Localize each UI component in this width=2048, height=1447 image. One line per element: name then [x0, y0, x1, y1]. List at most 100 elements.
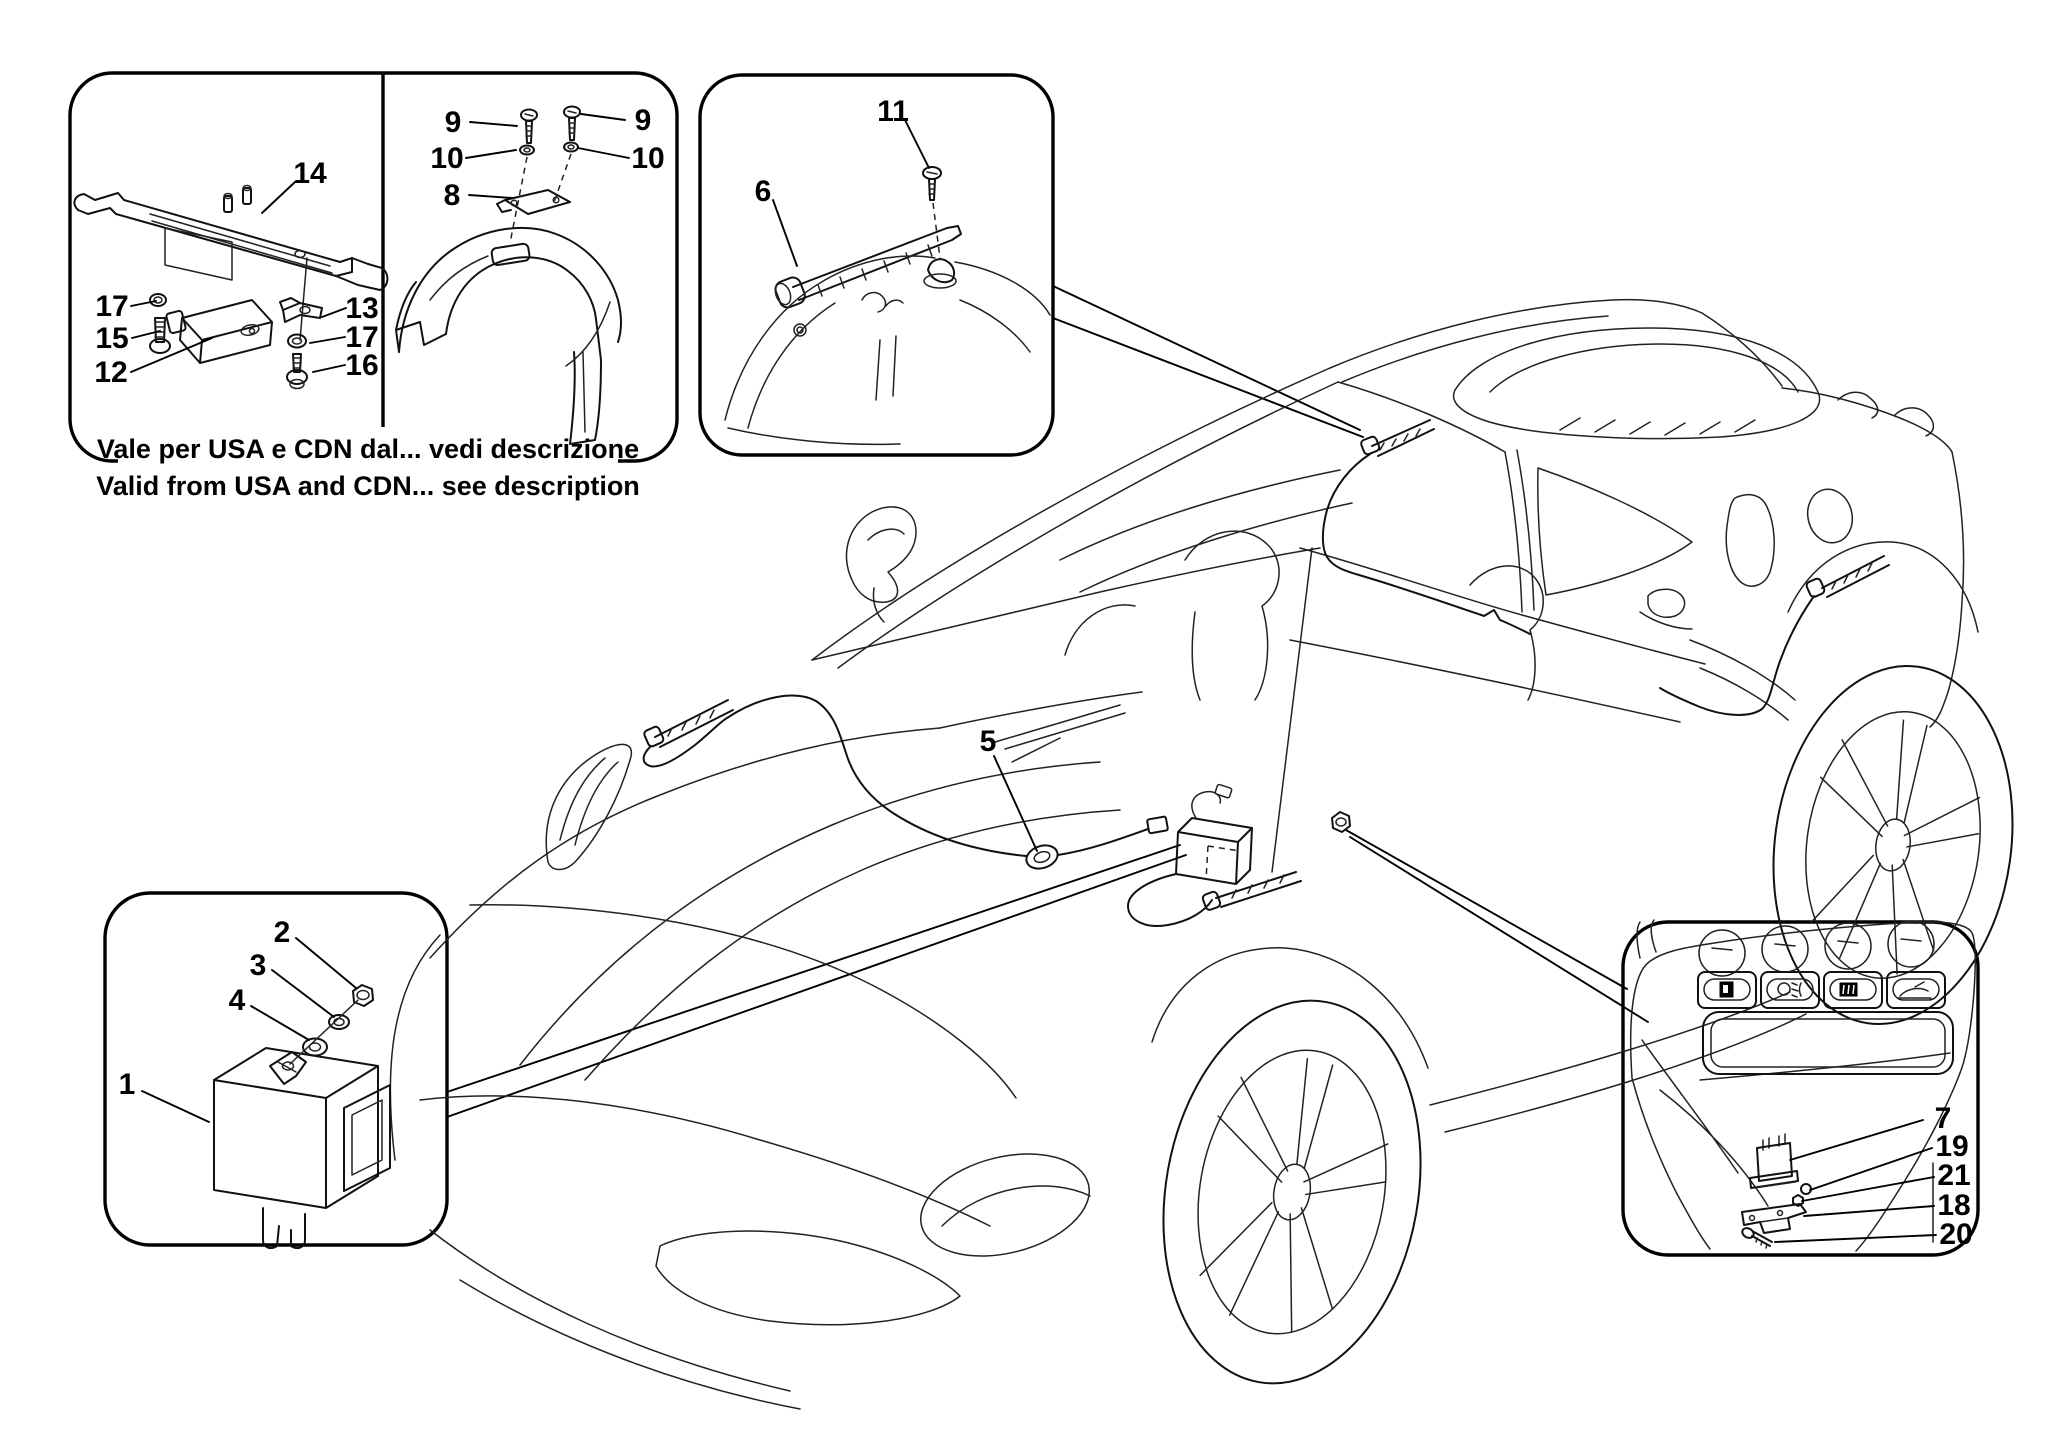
windshield-base: [811, 547, 1321, 661]
label-leaders: [130, 113, 1937, 1243]
label-13: 13: [345, 292, 378, 325]
fog-lamp-detail: [941, 1185, 1091, 1227]
label-18: 18: [1937, 1189, 1970, 1222]
label-19: 19: [1935, 1130, 1968, 1163]
label-9b: 9: [635, 104, 652, 137]
hood-seam-right: [584, 809, 1121, 1081]
front-wheel-arch: [1151, 947, 1429, 1069]
label-9a: 9: [445, 106, 462, 139]
hood-shutline: [469, 904, 1017, 1099]
door-nut: [1331, 811, 1351, 833]
tpms-ecu-on-car: [1175, 817, 1253, 885]
label-5: 5: [980, 725, 997, 758]
dashboard-lines: [1059, 469, 1353, 593]
side-scoop: [1689, 639, 1796, 721]
trunk-release-icon: [1897, 981, 1932, 999]
a-pillar-outer: [811, 367, 1331, 661]
roof-antenna-box: [698, 73, 1055, 457]
side-mirror-detail: [867, 528, 905, 623]
label-8: 8: [444, 179, 461, 212]
fog-lamp: [920, 1153, 1090, 1257]
deck-bump-left: [1837, 391, 1879, 419]
dashboard-detail-drawing: [1629, 919, 1977, 1252]
front-wheel: [1162, 999, 1422, 1385]
cowl-line: [939, 691, 1143, 729]
headlight: [545, 743, 633, 871]
screw-19-part: [1800, 1183, 1812, 1195]
roofline-inner: [1341, 315, 1609, 383]
roofline: [1329, 298, 1703, 369]
pointer-wedges: [446, 285, 1649, 1118]
label-10a: 10: [430, 142, 463, 175]
sill-harness-assembly: [642, 694, 1302, 927]
rear-wheel: [1772, 664, 2014, 1026]
label-15: 15: [95, 322, 128, 355]
label-3: 3: [250, 949, 267, 982]
window-sill-line: [1299, 547, 1706, 665]
label-7: 7: [1935, 1102, 1952, 1135]
fuel-cap: [1806, 488, 1854, 544]
door-crease: [1289, 639, 1681, 723]
bracket-18-part: [1741, 1203, 1807, 1234]
caption-english: Valid from USA and CDN... see descriptio…: [96, 471, 640, 501]
caption-italian: Vale per USA e CDN dal... vedi descrizio…: [97, 434, 639, 464]
rear-deck-edge: [1781, 387, 1953, 453]
c-pillar: [1701, 312, 1783, 387]
caption-backdrop: [118, 427, 618, 503]
bracket-arch-box: [68, 71, 679, 463]
label-17b: 17: [345, 321, 378, 354]
steering-hint: [1064, 604, 1136, 656]
rear-defrost-icon: [1839, 982, 1858, 997]
wheel-arch-detail-drawing: [395, 105, 622, 445]
door-window-top: [1337, 381, 1506, 453]
label-17a: 17: [95, 290, 128, 323]
engine-cover-slats: [1559, 417, 1756, 436]
label-21: 21: [1937, 1159, 1970, 1192]
label-4: 4: [229, 984, 246, 1017]
bumper-top-line: [419, 1095, 991, 1227]
splitter-line2: [459, 1279, 801, 1410]
door-handle: [1639, 588, 1693, 630]
wedge-antennabox-lower: [1052, 317, 1364, 438]
side-mirror: [845, 506, 917, 603]
label-11: 11: [877, 95, 909, 128]
door-front-edge: [1271, 547, 1313, 873]
seat-left: [1184, 530, 1280, 701]
wedge-dashbox-lower: [1349, 836, 1649, 1023]
mid-sill-antenna: [1215, 871, 1302, 908]
wedge-ecubox-upper: [446, 844, 1181, 1093]
label-14: 14: [293, 157, 327, 190]
roof-antenna-on-car: [1321, 419, 1531, 635]
fog-light-icon: [1777, 982, 1802, 998]
deck-bump-right: [1894, 407, 1935, 437]
car-drawing: [389, 298, 2014, 1410]
nut-21-part: [1792, 1194, 1804, 1207]
rear-edge: [1929, 451, 1965, 728]
a-pillar-inner: [837, 381, 1339, 669]
label-2: 2: [274, 916, 291, 949]
front-corner: [389, 934, 441, 1161]
headlight-detail: [559, 757, 619, 846]
wedge-ecubox-lower: [446, 854, 1187, 1118]
engine-cover-inner: [1489, 343, 1799, 393]
fender-top-line: [429, 727, 941, 959]
label-20: 20: [1939, 1218, 1972, 1251]
wedge-dashbox-upper: [1345, 829, 1628, 990]
label-1: 1: [119, 1068, 136, 1101]
label-10b: 10: [631, 142, 664, 175]
bumper-intake: [655, 1230, 961, 1326]
rear-wheel-arch: [1787, 541, 1979, 633]
ecu-box: [103, 891, 449, 1247]
roof-antenna-detail-drawing: [724, 166, 1051, 446]
engine-cover: [1452, 327, 1821, 440]
rear-antenna-on-car: [1659, 555, 1890, 716]
dash-buttons: [1697, 971, 1946, 1009]
quarter-window: [1537, 467, 1693, 596]
screw-20-part: [1741, 1227, 1773, 1249]
side-vent: [1725, 493, 1775, 587]
label-6: 6: [755, 175, 772, 208]
dashboard-box: [1621, 920, 1980, 1257]
splitter-line1: [429, 1229, 791, 1392]
